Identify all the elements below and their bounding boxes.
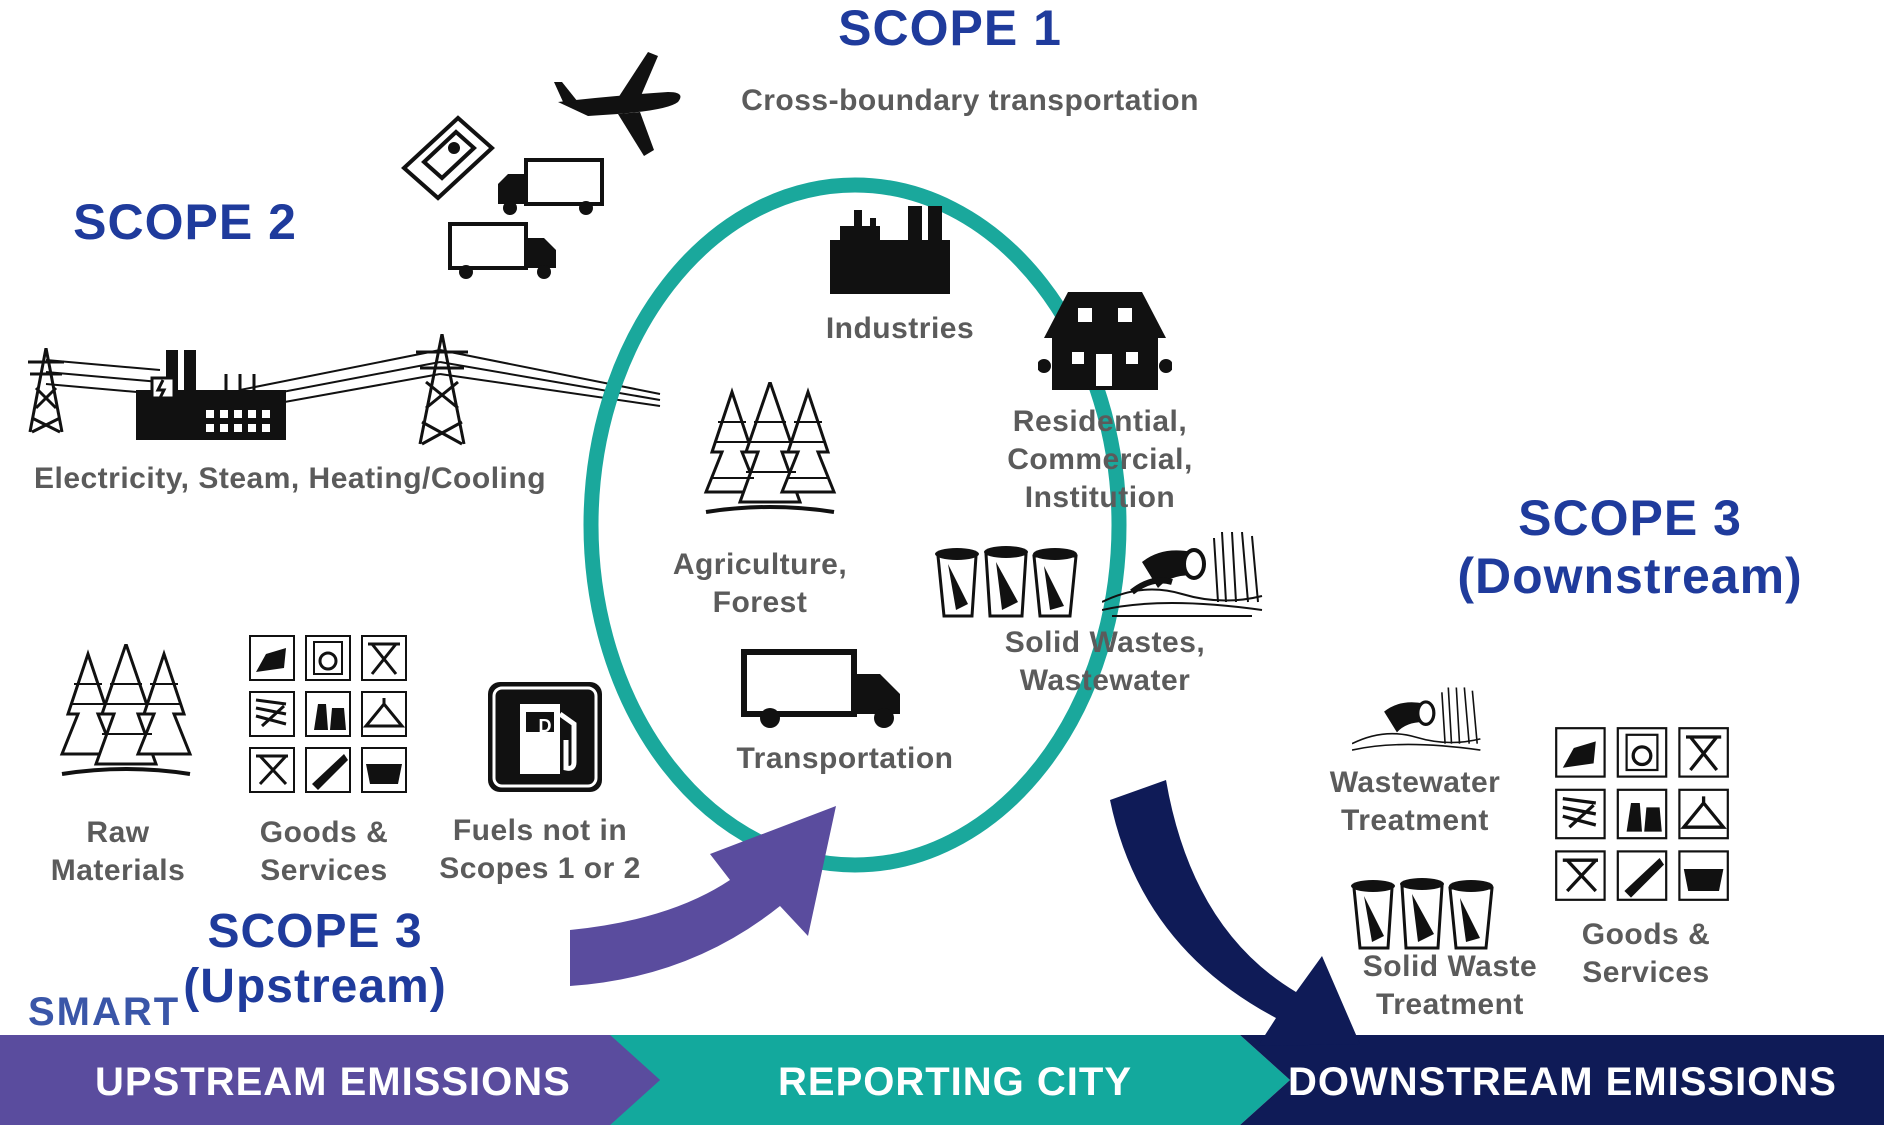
fuels-line: Scopes 1 or 2 — [439, 852, 641, 885]
upstream-band — [0, 1035, 660, 1125]
truck-icon — [448, 222, 556, 279]
solid-waste-treatment-label: Solid Waste Treatment — [1340, 948, 1560, 1024]
ship-icon — [401, 115, 495, 201]
raw-materials-line: Materials — [50, 854, 186, 887]
scope3-downstream-line: (Downstream) — [1457, 547, 1803, 604]
downstream-arrow — [1110, 780, 1360, 1046]
goods-services-line: Goods & — [259, 816, 389, 849]
agriculture-line: Forest — [712, 586, 808, 619]
scope3-upstream-line: SCOPE 3 — [207, 905, 423, 958]
raw-materials-line: Raw — [86, 816, 150, 849]
truck-icon — [498, 158, 604, 215]
solid-waste-treatment-line: Solid Waste — [1362, 950, 1538, 983]
goods-services-line: Services — [1582, 956, 1710, 989]
scope1-title: SCOPE 1 — [838, 0, 1062, 56]
trash-cans-icon — [1351, 878, 1494, 950]
wastewater-treatment-line: Treatment — [1341, 804, 1489, 837]
scope3-upstream-title: SCOPE 3 (Upstream) — [170, 904, 460, 1014]
wastewater-treatment-label: Wastewater Treatment — [1300, 764, 1530, 840]
fuels-label: Fuels not in Scopes 1 or 2 — [420, 812, 660, 888]
fuel-pump-letter: D — [538, 716, 552, 736]
factory-icon — [830, 206, 950, 294]
scope2-title: SCOPE 2 — [73, 194, 297, 250]
scope3-downstream-title: SCOPE 3 (Downstream) — [1440, 490, 1820, 605]
wastewater-pipe-icon — [1102, 532, 1263, 617]
band-chevrons — [610, 1035, 1884, 1125]
goods-services-icon — [249, 635, 407, 793]
house-icon — [1038, 292, 1172, 390]
band-upstream-label: UPSTREAM EMISSIONS — [95, 1060, 571, 1104]
band-city-label: REPORTING CITY — [778, 1060, 1133, 1104]
goods-services-downstream-label: Goods & Services — [1556, 916, 1736, 992]
waste-label: Solid Wastes, Wastewater — [980, 624, 1230, 700]
smart-logo: SMART — [28, 990, 181, 1034]
industries-label: Industries — [825, 312, 975, 345]
residential-label: Residential, Commercial, Institution — [990, 403, 1210, 517]
scope1-subtitle: Cross-boundary transportation — [741, 84, 1199, 117]
truck-icon — [741, 649, 900, 728]
goods-services-upstream-label: Goods & Services — [234, 814, 414, 890]
scope3-upstream-line: (Upstream) — [183, 960, 447, 1014]
wastewater-pipe-icon — [1352, 687, 1481, 751]
solid-waste-treatment-line: Treatment — [1376, 988, 1524, 1021]
reporting-city-circle — [583, 177, 1127, 873]
scope3-downstream-line: SCOPE 3 — [1518, 490, 1742, 546]
goods-services-line: Services — [260, 854, 388, 887]
forest-icon — [59, 644, 193, 776]
fuels-line: Fuels not in — [452, 814, 628, 847]
pylon-icon — [28, 348, 64, 434]
band-downstream-label: DOWNSTREAM EMISSIONS — [1288, 1060, 1837, 1104]
waste-line: Solid Wastes, — [1004, 626, 1206, 659]
wastewater-treatment-line: Wastewater — [1329, 766, 1501, 799]
fuel-pump-icon — [488, 682, 602, 792]
power-plant-icon — [136, 350, 286, 440]
goods-services-line: Goods & — [1581, 918, 1711, 951]
residential-line: Residential, — [1012, 405, 1188, 438]
raw-materials-label: Raw Materials — [28, 814, 208, 890]
agriculture-label: Agriculture, Forest — [650, 546, 870, 622]
residential-line: Institution — [1024, 481, 1176, 514]
airplane-icon — [554, 52, 681, 156]
pylon-icon — [416, 334, 468, 446]
trash-cans-icon — [935, 546, 1078, 618]
residential-line: Commercial, — [1007, 443, 1193, 476]
agriculture-line: Agriculture, — [672, 548, 848, 581]
forest-icon — [703, 382, 837, 514]
goods-services-icon — [1555, 727, 1729, 901]
waste-line: Wastewater — [1019, 664, 1191, 697]
electricity-label: Electricity, Steam, Heating/Cooling — [33, 462, 547, 495]
upstream-arrow — [570, 806, 836, 986]
transportation-label: Transportation — [736, 742, 954, 775]
